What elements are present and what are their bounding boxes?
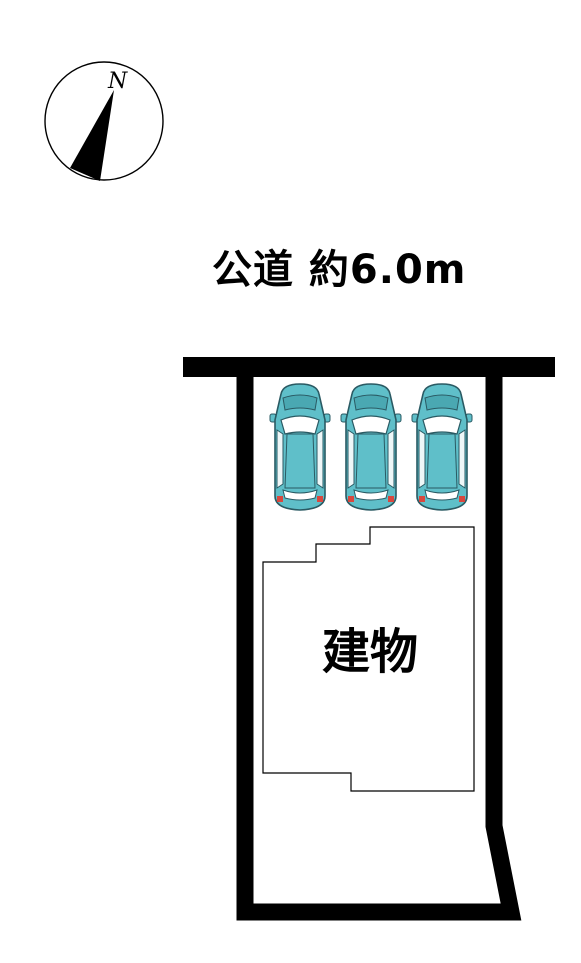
road-boundary-line	[183, 357, 555, 377]
road-width-label: 公道 約6.0m	[212, 247, 467, 293]
compass-north-label: N	[107, 69, 128, 94]
parking-spaces	[269, 383, 473, 511]
building-footprint	[262, 526, 475, 792]
car-icon	[269, 383, 331, 511]
compass: N	[44, 61, 164, 181]
lot-boundary	[236, 368, 522, 921]
compass-arrow-icon	[70, 90, 114, 181]
car-icon	[411, 383, 473, 511]
building-label: 建物	[321, 624, 418, 680]
car-icon	[340, 383, 402, 511]
